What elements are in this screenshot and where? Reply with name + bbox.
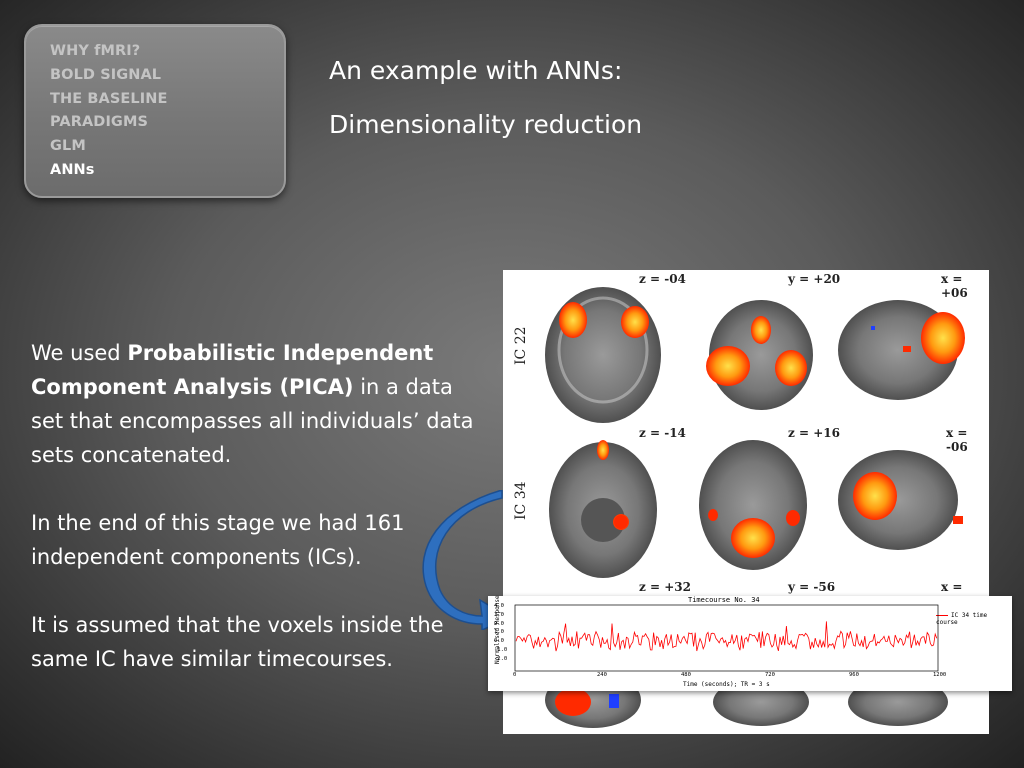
brain-axial-3 [699,440,807,570]
coord-r1c1: z = -04 [639,272,686,286]
coord-r2c2: z = +16 [788,426,840,440]
section-nav-list: WHY fMRI? BOLD SIGNAL THE BASELINE PARADIGM… [50,40,284,183]
paragraph-timecourses: It is assumed that the voxels inside the… [31,613,444,671]
coord-r1c3: x = +06 [941,272,968,300]
timecourse-xtick: 960 [849,672,859,678]
brain-slices-graphic [545,287,965,728]
section-nav: WHY fMRI? BOLD SIGNAL THE BASELINE PARADIGM… [24,24,286,198]
timecourse-frame [514,604,939,672]
paragraph-pica-pre: We used [31,341,128,365]
slide-title: An example with ANNs: [329,56,623,85]
body-text: We used Probabilistic Independent Compon… [31,336,491,710]
slide-subtitle: Dimensionality reduction [329,110,643,139]
timecourse-ytick: -2.0 [494,655,508,662]
coord-r2c3: x = -06 [946,426,968,454]
timecourse-legend: IC 34 time course [936,612,1012,626]
coord-r3c2: y = -56 [788,580,836,594]
curved-arrow-icon [422,490,512,630]
nav-item-4[interactable]: GLM [50,138,86,155]
coord-r2c1: z = -14 [639,426,686,440]
timecourse-ytick: 3.0 [494,611,504,618]
timecourse-plot [514,604,939,672]
timecourse-ytick: 2.0 [494,620,504,627]
nav-item-2[interactable]: THE BASELINE [50,90,168,107]
timecourse-xlabel: Time (seconds); TR = 3 s [683,681,770,688]
timecourse-ytick: -1.0 [494,647,508,653]
timecourse-ytick: 1.0 [494,629,504,636]
nav-item-1[interactable]: BOLD SIGNAL [50,66,162,83]
paragraph-pica-post: in a data set that encompasses all indiv… [31,375,474,467]
coord-r1c2: y = +20 [788,272,841,286]
timecourse-ytick: 4.0 [494,603,504,609]
timecourse-xtick: 1200 [933,672,947,678]
timecourse-panel: Timecourse No. 34 IC 34 time course Norm… [488,595,1012,691]
paragraph-components: In the end of this stage we had 161 inde… [31,511,405,569]
timecourse-xtick: 720 [765,672,775,678]
timecourse-xtick: 0 [513,672,517,678]
nav-item-3[interactable]: PARADIGMS [50,114,149,131]
nav-item-0[interactable]: WHY fMRI? [50,43,141,59]
timecourse-ytick: 0.0 [494,638,504,645]
pica-term: Probabilistic Independent Component Anal… [31,341,434,399]
ic-label-22: IC 22 [513,326,529,365]
timecourse-legend-label: IC 34 time course [936,612,988,626]
timecourse-title: Timecourse No. 34 [688,596,760,604]
coord-r3c1: z = +32 [639,580,691,594]
timecourse-series-line [515,621,938,652]
nav-item-5[interactable]: ANNs [50,161,95,178]
timecourse-xtick: 240 [597,672,607,678]
timecourse-xtick: 480 [681,672,691,678]
paragraph-pica: We used Probabilistic Independent Compon… [31,336,491,472]
